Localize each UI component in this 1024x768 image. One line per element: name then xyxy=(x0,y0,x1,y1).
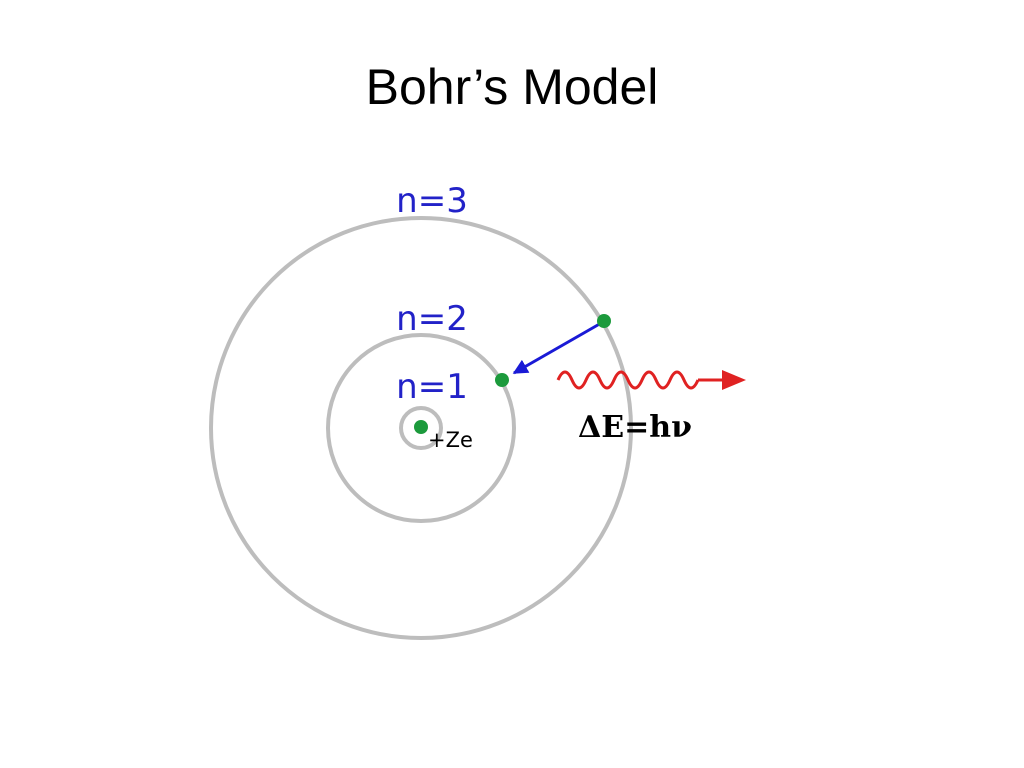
slide-title: Bohr’s Model xyxy=(365,59,659,115)
photon-wave xyxy=(556,370,700,390)
transition-arrow xyxy=(512,320,604,375)
nucleus xyxy=(414,420,428,434)
level-label-n1: n=1 xyxy=(396,367,468,407)
orbit-n2 xyxy=(326,333,516,523)
photon-energy-label: ΔE=hν xyxy=(578,410,692,445)
orbit-n3 xyxy=(209,216,633,640)
level-label-n3: n=3 xyxy=(396,181,468,221)
nucleus-label: +Ze xyxy=(428,428,473,452)
orbit-n1 xyxy=(399,406,443,450)
level-label-n2: n=2 xyxy=(396,299,468,339)
electron-final xyxy=(495,373,509,387)
photon-arrow-head xyxy=(722,370,746,390)
electron-initial xyxy=(597,314,611,328)
